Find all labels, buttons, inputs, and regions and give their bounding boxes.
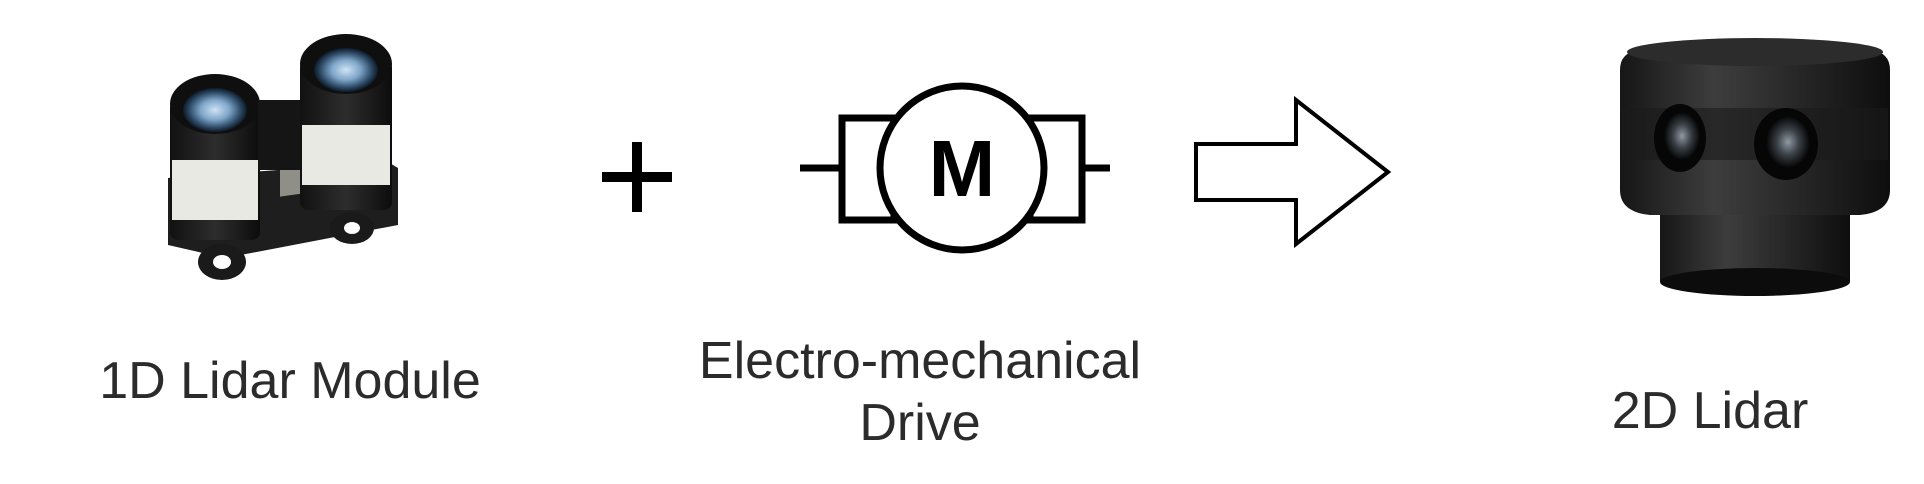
right-arrow-icon	[1194, 95, 1392, 249]
lidar-2d-image	[1620, 38, 1890, 296]
motor-symbol-letter: M	[929, 124, 996, 213]
drive-label-line2: Drive	[859, 394, 981, 452]
lidar-1d-module-image	[168, 34, 398, 280]
motor-symbol-icon	[800, 82, 1110, 254]
plus-icon	[602, 142, 672, 212]
drive-label-line1: Electro-mechanical	[698, 332, 1142, 390]
drive-label: Electro-mechanical Drive	[640, 330, 1200, 454]
lidar-2d-label: 2D Lidar	[1611, 382, 1809, 440]
lidar-1d-label: 1D Lidar Module	[99, 352, 481, 410]
